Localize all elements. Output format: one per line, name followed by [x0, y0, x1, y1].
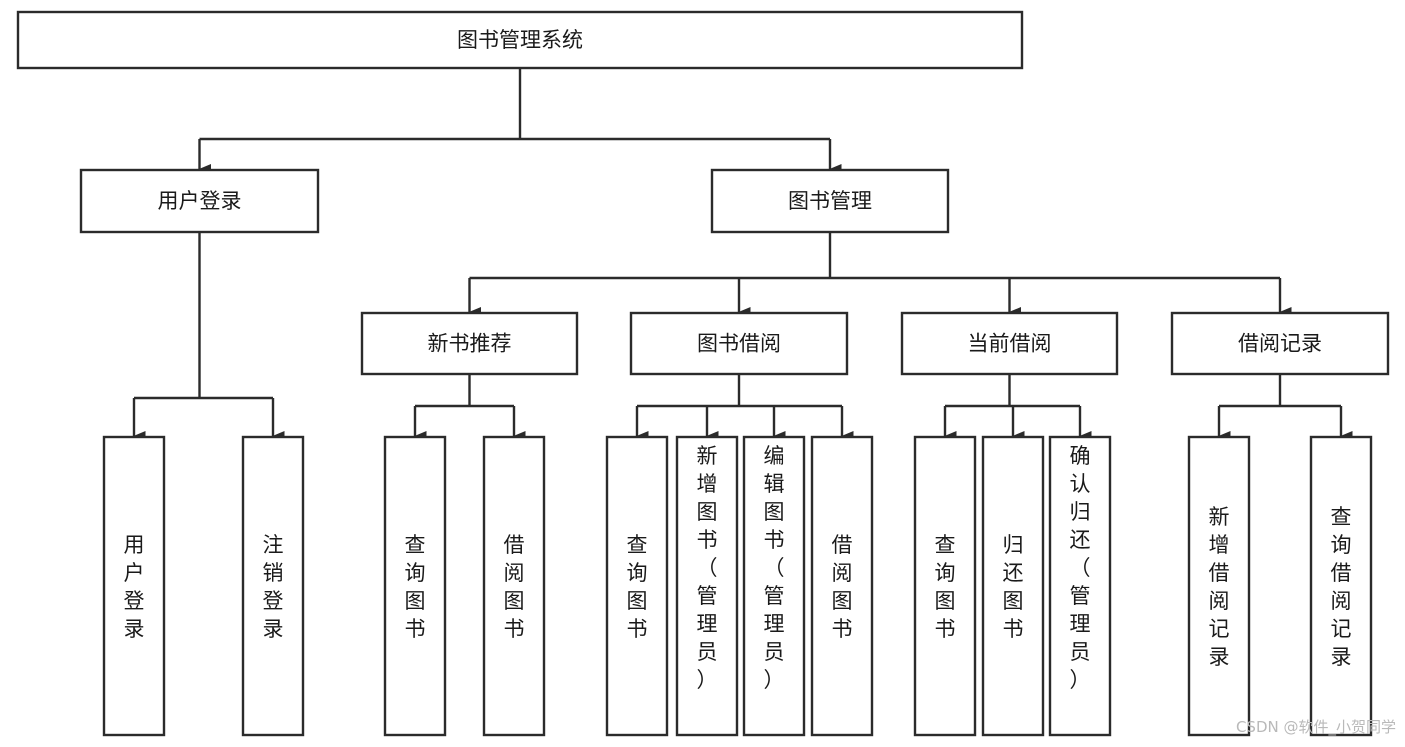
- edge-group-borrow-record: [1217, 374, 1353, 441]
- node-box-book-borrow: [629, 311, 849, 376]
- node-label-borrow-record: 借阅记录: [1238, 332, 1322, 356]
- node-label-leaf-borrow-book-b: 借阅图书: [832, 533, 853, 641]
- edge-group-new-book-rec: [413, 374, 526, 441]
- node-box-leaf-query-book-rec: [383, 435, 447, 737]
- edge-group-root: [198, 68, 842, 174]
- csdn-watermark: CSDN @软件_小贺同学: [1236, 718, 1396, 737]
- node-label-leaf-add-record: 新增借阅记录: [1209, 505, 1230, 669]
- node-label-leaf-return-book: 归还图书: [1003, 533, 1024, 641]
- node-label-leaf-add-book: 新增图书（管理员）: [697, 444, 718, 692]
- node-label-leaf-borrow-book-rec: 借阅图书: [504, 533, 525, 641]
- node-root[interactable]: 图书管理系统: [16, 10, 1024, 70]
- node-current-borrow[interactable]: 当前借阅: [900, 311, 1119, 376]
- node-box-leaf-user-login: [102, 435, 166, 737]
- node-label-root: 图书管理系统: [457, 28, 583, 52]
- node-box-user-login: [79, 168, 320, 234]
- node-borrow-record[interactable]: 借阅记录: [1170, 311, 1390, 376]
- node-leaf-borrow-book-b[interactable]: 借阅图书: [810, 435, 874, 737]
- node-leaf-query-book-b[interactable]: 查询图书: [605, 435, 669, 737]
- node-leaf-add-record[interactable]: 新增借阅记录: [1187, 435, 1251, 737]
- node-leaf-edit-book[interactable]: 编辑图书（管理员）: [742, 435, 806, 737]
- node-new-book-rec[interactable]: 新书推荐: [360, 311, 579, 376]
- node-box-leaf-add-record: [1187, 435, 1251, 737]
- node-label-leaf-query-book-rec: 查询图书: [405, 533, 426, 641]
- node-book-manage[interactable]: 图书管理: [710, 168, 950, 234]
- node-label-leaf-user-login: 用户登录: [124, 533, 145, 641]
- node-leaf-query-book-c[interactable]: 查询图书: [913, 435, 977, 737]
- node-box-leaf-query-record: [1309, 435, 1373, 737]
- node-box-root: [16, 10, 1024, 70]
- node-leaf-add-book[interactable]: 新增图书（管理员）: [675, 435, 739, 737]
- node-box-leaf-add-book: [675, 435, 739, 737]
- node-box-leaf-user-logout: [241, 435, 305, 737]
- node-box-leaf-borrow-book-rec: [482, 435, 546, 737]
- edge-group-book-manage: [468, 232, 1292, 317]
- node-box-leaf-query-book-c: [913, 435, 977, 737]
- edge-group-current-borrow: [943, 374, 1092, 441]
- node-label-new-book-rec: 新书推荐: [428, 332, 512, 356]
- node-box-leaf-edit-book: [742, 435, 806, 737]
- node-book-borrow[interactable]: 图书借阅: [629, 311, 849, 376]
- node-leaf-borrow-book-rec[interactable]: 借阅图书: [482, 435, 546, 737]
- connectors-layer: [132, 68, 1353, 441]
- node-label-leaf-query-book-b: 查询图书: [627, 533, 648, 641]
- node-label-current-borrow: 当前借阅: [968, 332, 1052, 356]
- node-leaf-confirm-return[interactable]: 确认归还（管理员）: [1048, 435, 1112, 737]
- node-box-leaf-confirm-return: [1048, 435, 1112, 737]
- node-label-leaf-user-logout: 注销登录: [263, 533, 284, 641]
- node-box-leaf-query-book-b: [605, 435, 669, 737]
- node-label-user-login: 用户登录: [158, 189, 242, 213]
- node-box-leaf-borrow-book-b: [810, 435, 874, 737]
- node-box-book-manage: [710, 168, 950, 234]
- edge-group-book-borrow: [635, 374, 854, 441]
- node-label-book-manage: 图书管理: [788, 189, 872, 213]
- node-label-book-borrow: 图书借阅: [697, 332, 781, 356]
- node-box-current-borrow: [900, 311, 1119, 376]
- node-box-borrow-record: [1170, 311, 1390, 376]
- node-leaf-return-book[interactable]: 归还图书: [981, 435, 1045, 737]
- edge-group-user-login: [132, 232, 285, 441]
- node-leaf-user-login[interactable]: 用户登录: [102, 435, 166, 737]
- node-label-leaf-query-record: 查询借阅记录: [1331, 505, 1352, 669]
- node-label-leaf-edit-book: 编辑图书（管理员）: [764, 444, 785, 692]
- node-user-login[interactable]: 用户登录: [79, 168, 320, 234]
- node-box-new-book-rec: [360, 311, 579, 376]
- node-leaf-query-record[interactable]: 查询借阅记录: [1309, 435, 1373, 737]
- node-label-leaf-query-book-c: 查询图书: [935, 533, 956, 641]
- node-leaf-user-logout[interactable]: 注销登录: [241, 435, 305, 737]
- node-box-leaf-return-book: [981, 435, 1045, 737]
- node-label-leaf-confirm-return: 确认归还（管理员）: [1070, 444, 1091, 692]
- node-leaf-query-book-rec[interactable]: 查询图书: [383, 435, 447, 737]
- nodes-layer: 图书管理系统用户登录图书管理新书推荐图书借阅当前借阅借阅记录用户登录注销登录查询…: [16, 10, 1390, 737]
